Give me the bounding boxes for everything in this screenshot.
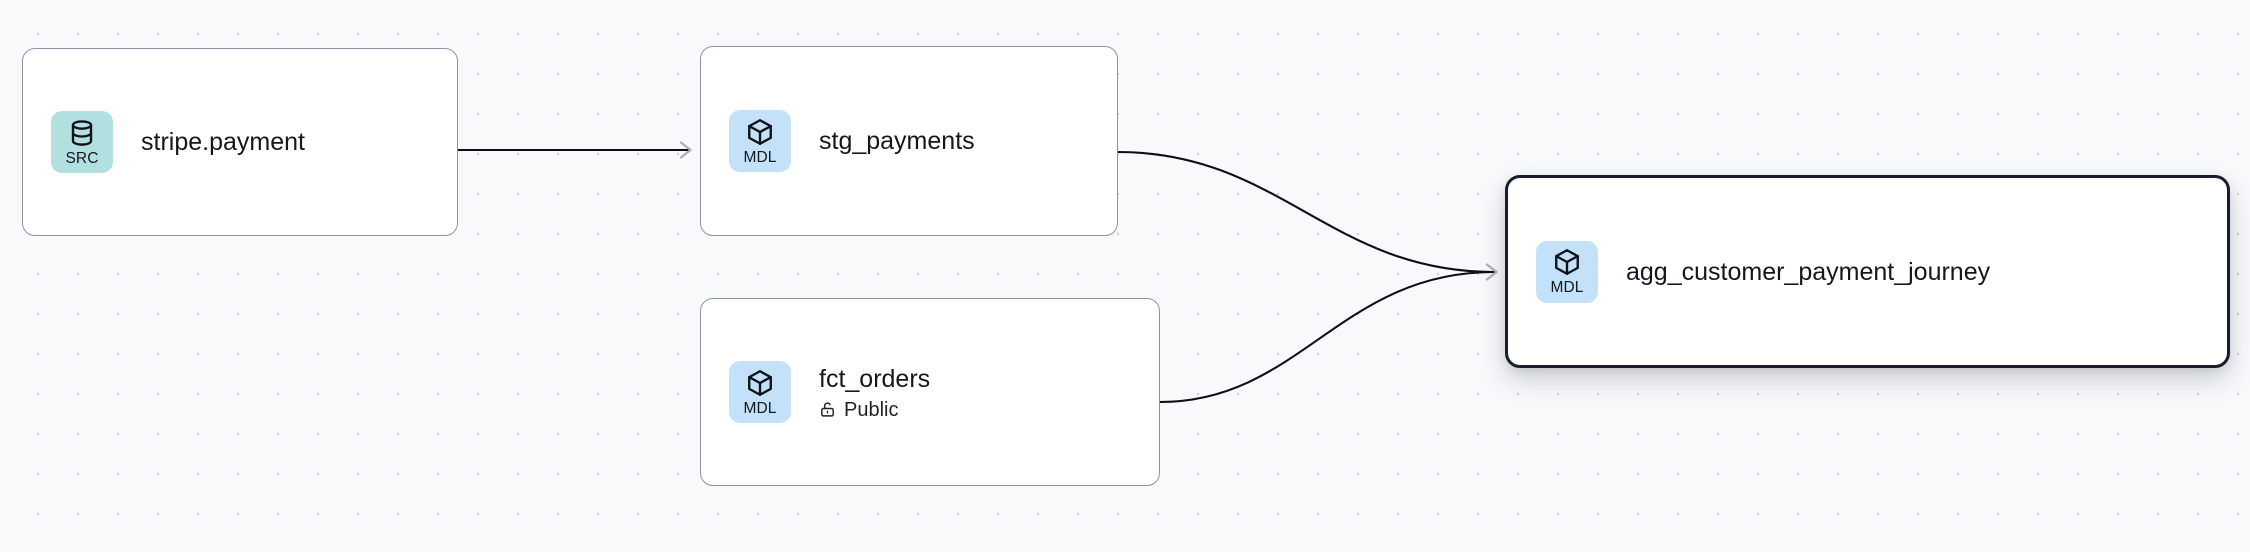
graph-node-fct-orders[interactable]: MDL fct_orders Public <box>700 298 1160 486</box>
graph-node-stg-payments[interactable]: MDL stg_payments <box>700 46 1118 236</box>
cube-icon <box>748 369 772 396</box>
graph-node-agg-customer-payment-journey[interactable]: MDL agg_customer_payment_journey <box>1505 175 2230 368</box>
node-visibility-label: Public <box>844 398 899 421</box>
node-type-badge-mdl: MDL <box>729 361 791 423</box>
edge-stg-payments-to-agg <box>1116 150 1496 274</box>
node-type-badge-mdl: MDL <box>1536 240 1598 303</box>
node-title: fct_orders <box>819 364 931 393</box>
graph-node-stripe-payment[interactable]: SRC stripe.payment <box>22 48 458 236</box>
node-visibility: Public <box>819 400 930 420</box>
node-title: stg_payments <box>819 127 975 155</box>
database-icon <box>71 119 93 146</box>
node-body: stripe.payment <box>141 128 305 156</box>
node-type-badge-mdl: MDL <box>729 110 791 172</box>
node-type-badge-label: MDL <box>1550 279 1584 297</box>
unlock-icon <box>821 402 834 417</box>
node-body: stg_payments <box>819 127 975 155</box>
arrowhead-agg <box>1485 263 1498 281</box>
node-title: agg_customer_payment_journey <box>1626 257 1991 286</box>
node-body: agg_customer_payment_journey <box>1626 258 1990 286</box>
node-type-badge-label: MDL <box>743 399 777 417</box>
node-type-badge-label: SRC <box>65 149 99 167</box>
node-body: fct_orders Public <box>819 365 930 420</box>
node-type-badge-src: SRC <box>51 111 113 173</box>
cube-icon <box>1555 249 1579 276</box>
node-title: stripe.payment <box>141 128 305 156</box>
node-type-badge-label: MDL <box>743 148 777 166</box>
arrowhead-stg-payments <box>679 141 692 159</box>
cube-icon <box>748 118 772 145</box>
edge-fct-orders-to-agg <box>1158 270 1496 404</box>
